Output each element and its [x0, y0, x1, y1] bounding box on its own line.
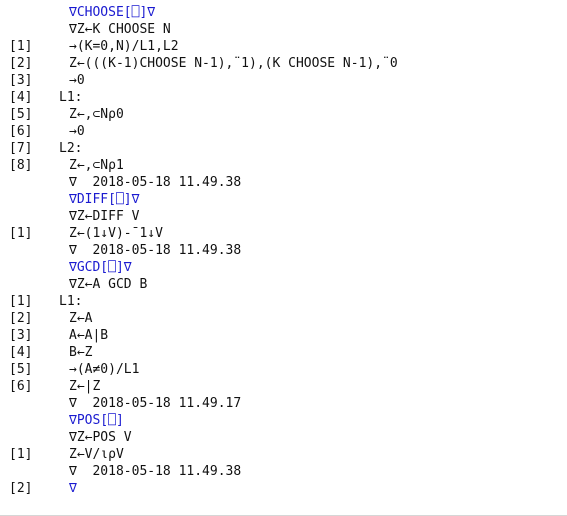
code-text: ∇ 2018-05-18 11.49.38: [69, 243, 242, 258]
function-header-text: ∇DIFF[⎕]∇: [69, 192, 140, 207]
code-line: [3] →0: [0, 72, 567, 89]
code-text: A←A|B: [69, 328, 109, 343]
code-line: [1] Z←V/ιρV: [0, 446, 567, 463]
code-line: [6] →0: [0, 123, 567, 140]
code-text: L1:: [59, 294, 83, 309]
code-text: ∇Z←K CHOOSE N: [69, 22, 171, 37]
code-line: [2] Z←A: [0, 310, 567, 327]
code-text: L1:: [59, 90, 83, 105]
line-number: [1]: [9, 447, 33, 462]
code-text: →0: [69, 124, 85, 139]
line-number: [1]: [9, 226, 33, 241]
code-text: L2:: [59, 141, 83, 156]
code-text: ∇Z←A GCD B: [69, 277, 148, 292]
line-number: [6]: [9, 379, 33, 394]
code-text: ∇ 2018-05-18 11.49.38: [69, 175, 242, 190]
code-line: [1] Z←(1↓V)-¯1↓V: [0, 225, 567, 242]
code-text: B←Z: [69, 345, 93, 360]
code-text: →0: [69, 73, 85, 88]
code-line: ∇Z←A GCD B: [0, 276, 567, 293]
code-text: →(A≠0)/L1: [69, 362, 140, 377]
line-number: [6]: [9, 124, 33, 139]
code-line: ∇ 2018-05-18 11.49.38: [0, 463, 567, 480]
code-line: [4] L1:: [0, 89, 567, 106]
line-number: [1]: [9, 294, 33, 309]
code-text: Z←|Z: [69, 379, 101, 394]
code-text: Z←(1↓V)-¯1↓V: [69, 226, 163, 241]
code-line: ∇Z←K CHOOSE N: [0, 21, 567, 38]
function-header-line: ∇DIFF[⎕]∇: [0, 191, 567, 208]
code-text: →(K=0,N)/L1,L2: [69, 39, 179, 54]
code-line: [5] Z←,⊂Nρ0: [0, 106, 567, 123]
line-number: [2]: [9, 481, 33, 496]
code-text: Z←,⊂Nρ1: [69, 158, 124, 173]
line-number: [5]: [9, 107, 33, 122]
code-line: [4] B←Z: [0, 344, 567, 361]
code-line: ∇ 2018-05-18 11.49.38: [0, 174, 567, 191]
line-number: [7]: [9, 141, 33, 156]
function-header-line: ∇CHOOSE[⎕]∇: [0, 4, 567, 21]
code-line: [7] L2:: [0, 140, 567, 157]
code-text: ∇Z←DIFF V: [69, 209, 140, 224]
line-number: [3]: [9, 73, 33, 88]
line-number: [4]: [9, 345, 33, 360]
code-line: [1] →(K=0,N)/L1,L2: [0, 38, 567, 55]
code-line: ∇ 2018-05-18 11.49.38: [0, 242, 567, 259]
function-header-text: ∇CHOOSE[⎕]∇: [69, 5, 156, 20]
code-line: [2] Z←(((K-1)CHOOSE N-1),¨1),(K CHOOSE N-…: [0, 55, 567, 72]
code-text: Z←(((K-1)CHOOSE N-1),¨1),(K CHOOSE N-1),…: [69, 56, 398, 71]
code-line: [8] Z←,⊂Nρ1: [0, 157, 567, 174]
line-number: [1]: [9, 39, 33, 54]
code-text: ∇ 2018-05-18 11.49.38: [69, 464, 242, 479]
code-line: [1] L1:: [0, 293, 567, 310]
function-header-text: ∇: [69, 481, 77, 496]
line-number: [4]: [9, 90, 33, 105]
code-line: [6] Z←|Z: [0, 378, 567, 395]
code-line: ∇Z←POS V: [0, 429, 567, 446]
code-line: [3] A←A|B: [0, 327, 567, 344]
code-text: Z←V/ιρV: [69, 447, 124, 462]
line-number: [2]: [9, 311, 33, 326]
line-number: [5]: [9, 362, 33, 377]
line-number: [3]: [9, 328, 33, 343]
function-header-text: ∇POS[⎕]: [69, 413, 124, 428]
function-header-line: ∇GCD[⎕]∇: [0, 259, 567, 276]
code-line: ∇Z←DIFF V: [0, 208, 567, 225]
function-header-line: [2] ∇: [0, 480, 567, 497]
function-header-line: ∇POS[⎕]: [0, 412, 567, 429]
line-number: [8]: [9, 158, 33, 173]
code-line: [5] →(A≠0)/L1: [0, 361, 567, 378]
code-text: ∇ 2018-05-18 11.49.17: [69, 396, 242, 411]
code-text: Z←A: [69, 311, 93, 326]
function-header-text: ∇GCD[⎕]∇: [69, 260, 132, 275]
code-line: ∇ 2018-05-18 11.49.17: [0, 395, 567, 412]
line-number: [2]: [9, 56, 33, 71]
code-text: Z←,⊂Nρ0: [69, 107, 124, 122]
code-text: ∇Z←POS V: [69, 430, 132, 445]
